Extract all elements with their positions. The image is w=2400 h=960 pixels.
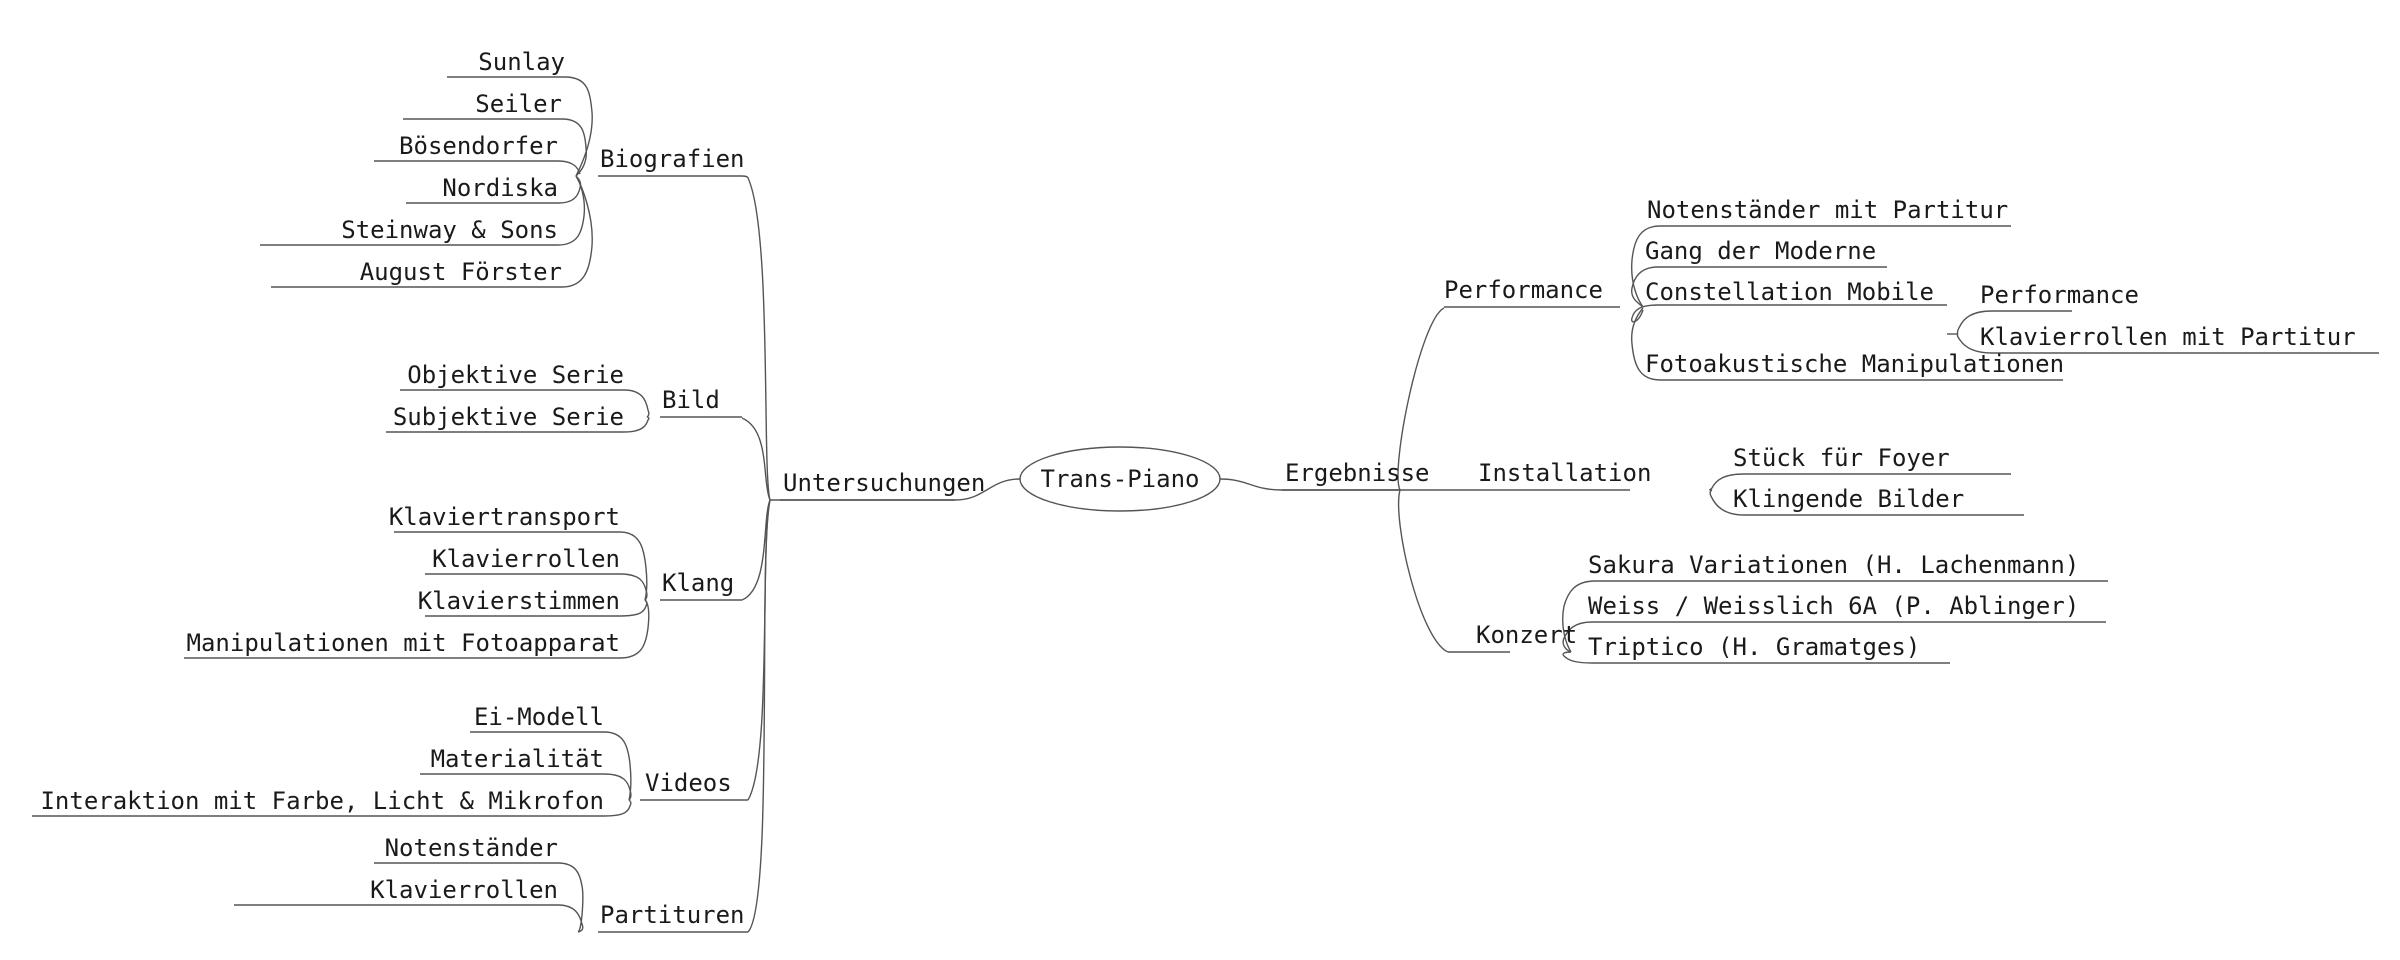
edge-root-to-ergebnisse — [1219, 478, 1400, 491]
leaf-underline-ei-modell — [470, 731, 632, 801]
leaf-ei-modell[interactable]: Ei-Modell — [473, 703, 604, 731]
leaf-triptico[interactable]: Triptico (H. Gramatges) — [1588, 633, 1921, 661]
leaf-underline-klingende-bilder — [1709, 489, 2024, 516]
leaf-klavierrollen-klang[interactable]: Klavierrollen — [432, 545, 620, 573]
branch-label-biografien[interactable]: Biografien — [600, 145, 745, 173]
leaf-underline-klavierrollen-partituren — [234, 904, 584, 933]
leaf-underline-klavierrollen-partitur — [1956, 333, 2379, 354]
branch-label-untersuchungen[interactable]: Untersuchungen — [783, 469, 986, 497]
leaf-underline-klavierrollen-klang — [425, 573, 648, 601]
leaf-underline-subjektive-serie — [386, 416, 650, 433]
leaf-sunlay[interactable]: Sunlay — [478, 48, 565, 76]
branch-label-bild[interactable]: Bild — [662, 386, 720, 414]
edge-untersuchungen-bild — [741, 417, 771, 501]
leaf-klavierrollen-partituren[interactable]: Klavierrollen — [370, 876, 558, 904]
leaf-underline-seiler — [403, 118, 588, 177]
leaf-underline-weiss — [1562, 621, 2106, 653]
leaf-underline-stueck-foyer — [1709, 473, 2011, 491]
leaf-underline-sakura — [1562, 580, 2108, 653]
leaf-steinway-sons[interactable]: Steinway & Sons — [341, 216, 558, 244]
leaf-performance-sub[interactable]: Performance — [1980, 281, 2139, 309]
leaf-underline-notenstaender-partitur — [1630, 225, 2011, 308]
leaf-notenstaender-mit-partitur[interactable]: Notenständer mit Partitur — [1647, 196, 2009, 224]
leaf-underline-sunlay — [447, 76, 593, 177]
leaf-underline-boesendorfer — [374, 160, 581, 175]
leaf-nordiska[interactable]: Nordiska — [442, 174, 558, 202]
leaf-underline-objektive-serie — [400, 389, 650, 418]
edge-biografien-cap — [741, 175, 749, 179]
leaf-underline-constellation-mobile — [1631, 304, 1947, 323]
branch-label-klang[interactable]: Klang — [662, 569, 735, 597]
branch-label-konzert[interactable]: Konzert — [1476, 621, 1578, 649]
edge-untersuchungen-biografien — [747, 177, 771, 501]
leaf-underline-gang-moderne — [1630, 266, 1887, 308]
leaf-subjektive-serie[interactable]: Subjektive Serie — [392, 403, 624, 431]
leaf-gang-der-moderne[interactable]: Gang der Moderne — [1645, 237, 1877, 265]
leaf-stueck-fuer-foyer[interactable]: Stück für Foyer — [1733, 444, 1950, 472]
leaf-weiss-weisslich[interactable]: Weiss / Weisslich 6A (P. Ablinger) — [1588, 592, 2080, 620]
leaf-interaktion-farbe-licht-mikrofon[interactable]: Interaktion mit Farbe, Licht & Mikrofon — [40, 787, 604, 815]
branch-label-performance[interactable]: Performance — [1444, 276, 1603, 304]
leaf-underline-august — [271, 175, 593, 288]
edge-ergebnisse-konzert — [1397, 489, 1449, 653]
leaf-klaviertransport[interactable]: Klaviertransport — [388, 503, 620, 531]
leaf-underline-materialitaet — [420, 773, 632, 801]
leaf-fotoakustische-manipulationen[interactable]: Fotoakustische Manipulationen — [1645, 350, 2065, 378]
leaf-underline-interaktion — [32, 799, 632, 817]
leaf-notenstaender[interactable]: Notenständer — [384, 834, 558, 862]
branch-label-ergebnisse[interactable]: Ergebnisse — [1285, 459, 1430, 487]
leaf-constellation-mobile[interactable]: Constellation Mobile — [1645, 278, 1934, 306]
leaf-manipulationen-fotoapparat[interactable]: Manipulationen mit Fotoapparat — [186, 629, 620, 657]
leaf-materialitaet[interactable]: Materialität — [430, 745, 604, 773]
branch-label-videos[interactable]: Videos — [645, 769, 732, 797]
branch-label-partituren[interactable]: Partituren — [600, 901, 745, 929]
leaf-underline-triptico — [1562, 651, 1950, 664]
root-node-label[interactable]: Trans-Piano — [1040, 465, 1200, 493]
edge-untersuchungen-partituren — [747, 499, 771, 933]
leaf-boesendorfer[interactable]: Bösendorfer — [399, 132, 558, 160]
leaf-klingende-bilder[interactable]: Klingende Bilder — [1733, 485, 1965, 513]
leaf-klavierstimmen[interactable]: Klavierstimmen — [417, 587, 620, 615]
leaf-underline-klaviertransport — [394, 531, 648, 601]
leaf-underline-fotoakustische — [1630, 307, 2063, 381]
leaf-seiler[interactable]: Seiler — [475, 90, 562, 118]
leaf-objektive-serie[interactable]: Objektive Serie — [407, 361, 624, 389]
edge-ergebnisse-performance — [1397, 307, 1445, 491]
leaf-underline-manipulationen-fotoapparat — [184, 599, 650, 659]
branch-label-installation[interactable]: Installation — [1478, 459, 1652, 487]
leaf-sakura-variationen[interactable]: Sakura Variationen (H. Lachenmann) — [1588, 551, 2080, 579]
leaf-august-foerster[interactable]: August Förster — [359, 258, 562, 286]
leaf-klavierrollen-mit-partitur[interactable]: Klavierrollen mit Partitur — [1980, 323, 2356, 351]
leaf-underline-performance-sub — [1956, 310, 2072, 335]
edge-root-to-untersuchungen — [780, 478, 1021, 501]
